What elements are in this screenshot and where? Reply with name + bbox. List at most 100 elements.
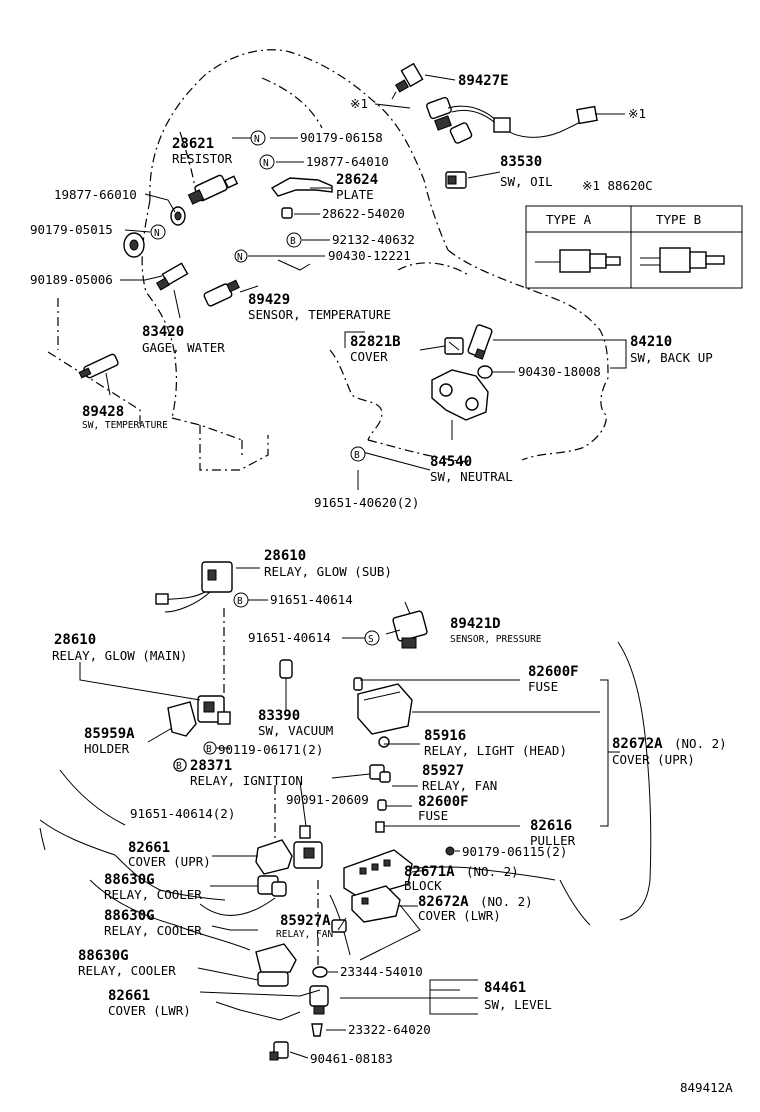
diagram-id: 849412A [680, 1080, 733, 1095]
glow-relay-main-icon [197, 695, 231, 725]
part-83530: 83530 [500, 154, 542, 170]
part-23344-54010: 23344-54010 [340, 964, 423, 979]
svg-text:B: B [206, 744, 212, 755]
leader-lines [79, 74, 627, 1059]
pressure-sensor-icon [392, 601, 428, 649]
part-28610-main: 28610 [54, 632, 96, 648]
part-82661-upr: 82661 [128, 840, 170, 856]
part-28621: 28621 [172, 136, 214, 152]
clip-icon [311, 1023, 323, 1037]
nut-icon [123, 232, 145, 258]
type-table-title: ※1 88620C [582, 178, 653, 193]
desc-cover-lwr-82661: COVER (LWR) [108, 1003, 191, 1018]
part-90179-06158: 90179-06158 [300, 130, 383, 145]
desc-gage-water: GAGE, WATER [142, 340, 225, 355]
part-89427E: 89427E [458, 73, 509, 89]
part-91651-40614-c: 91651-40614(2) [130, 806, 235, 821]
n-mark: N [250, 130, 266, 146]
desc-relay-fan-a: RELAY, FAN [276, 929, 333, 940]
symbol-marks: N N N B N B B S B B [150, 130, 380, 772]
glow-relay-sub-icon [155, 561, 233, 613]
svg-text:B: B [290, 236, 296, 247]
part-91651-40620: 91651-40620(2) [314, 495, 419, 510]
part-28371: 28371 [190, 758, 232, 774]
desc-relay-cooler-a: RELAY, COOLER [104, 887, 202, 902]
part-82616: 82616 [530, 818, 572, 834]
desc-plate: PLATE [336, 187, 374, 202]
labels-upper: 89427E ※1 ※1 90179-06158 28621 RESISTOR … [30, 73, 713, 510]
resistor-icon [187, 174, 239, 205]
cover-lwr-icon [351, 885, 401, 923]
desc-relay-fan: RELAY, FAN [422, 778, 497, 793]
labels-lower: 28610 RELAY, GLOW (SUB) 91651-40614 8942… [52, 548, 733, 1095]
part-84210: 84210 [630, 334, 672, 350]
type-b-header: TYPE B [656, 212, 701, 227]
desc-relay-cooler-b: RELAY, COOLER [104, 923, 202, 938]
part-82672A-upr: 82672A [612, 736, 663, 752]
part-28624: 28624 [336, 172, 378, 188]
level-switch-icon [309, 985, 329, 1015]
desc-sensor-pressure: SENSOR, PRESSURE [450, 634, 542, 645]
block-icon [343, 849, 413, 899]
desc-fuse-b: FUSE [418, 808, 448, 823]
part-90430-12221: 90430-12221 [328, 248, 411, 263]
headlight-relay-icon [357, 683, 413, 735]
b-mark: B [286, 232, 302, 248]
part-82600F-a: 82600F [528, 664, 579, 680]
desc-relay-light-head: RELAY, LIGHT (HEAD) [424, 743, 567, 758]
cooler-relay-c-icon [257, 971, 289, 987]
vacuum-switch-icon [279, 659, 293, 702]
temp-sensor-icon [203, 279, 240, 307]
desc-holder: HOLDER [84, 741, 130, 756]
cover-upr-icon [255, 839, 293, 875]
part-19877-66010: 19877-66010 [54, 187, 137, 202]
desc-fuse-a: FUSE [528, 679, 558, 694]
part-82672A-lwr: 82672A [418, 894, 469, 910]
nut-90179-icon [445, 846, 455, 856]
cover-lwr-82661-icon [255, 943, 297, 977]
desc-resistor: RESISTOR [172, 151, 233, 166]
part-83390: 83390 [258, 708, 300, 724]
desc-relay-glow-sub: RELAY, GLOW (SUB) [264, 564, 392, 579]
fan-relay-icon [369, 764, 391, 783]
desc-sw-oil: SW, OIL [500, 174, 553, 189]
part-23322-64020: 23322-64020 [348, 1022, 431, 1037]
desc-cover: COVER [350, 349, 388, 364]
b-mark: B [350, 446, 366, 462]
part-19877-64010: 19877-64010 [306, 154, 389, 169]
bolt-90091-icon [293, 825, 323, 869]
fuse-b-icon [377, 799, 387, 811]
type-b-sensor-icon [640, 247, 725, 273]
part-89428: 89428 [82, 404, 124, 420]
part-89429: 89429 [248, 292, 290, 308]
desc-sensor-temperature: SENSOR, TEMPERATURE [248, 307, 391, 322]
desc-cover-upr-82672A: COVER (UPR) [612, 752, 695, 767]
part-84461: 84461 [484, 980, 526, 996]
part-91651-40614-a: 91651-40614 [270, 592, 353, 607]
relay-85916-icon [378, 736, 390, 748]
sensor-89427e-icon [391, 62, 424, 100]
part-28622-54020: 28622-54020 [322, 206, 405, 221]
part-84540: 84540 [430, 454, 472, 470]
type-a-sensor-icon [535, 249, 621, 273]
desc-relay-ignition: RELAY, IGNITION [190, 773, 303, 788]
part-85959A: 85959A [84, 726, 135, 742]
water-gage-icon [155, 262, 189, 291]
part-91651-40614-b: 91651-40614 [248, 630, 331, 645]
desc-cover-lwr-82672A: COVER (LWR) [418, 908, 501, 923]
oil-switch-wire-icon [426, 96, 598, 144]
part-85927A: 85927A [280, 913, 331, 929]
svg-text:B: B [237, 596, 243, 607]
desc-block: BLOCK [404, 878, 442, 893]
cooler-relay-icon [257, 875, 287, 897]
b-mark: B [173, 758, 187, 772]
n-mark: N [150, 224, 166, 240]
part-90179-05015: 90179-05015 [30, 222, 113, 237]
desc-sw-vacuum: SW, VACUUM [258, 723, 333, 738]
part-88630G-c: 88630G [78, 948, 129, 964]
part-88630G-a: 88630G [104, 872, 155, 888]
puller-icon [375, 821, 385, 833]
desc-sw-back-up: SW, BACK UP [630, 350, 713, 365]
desc-relay-cooler-c: RELAY, COOLER [78, 963, 176, 978]
